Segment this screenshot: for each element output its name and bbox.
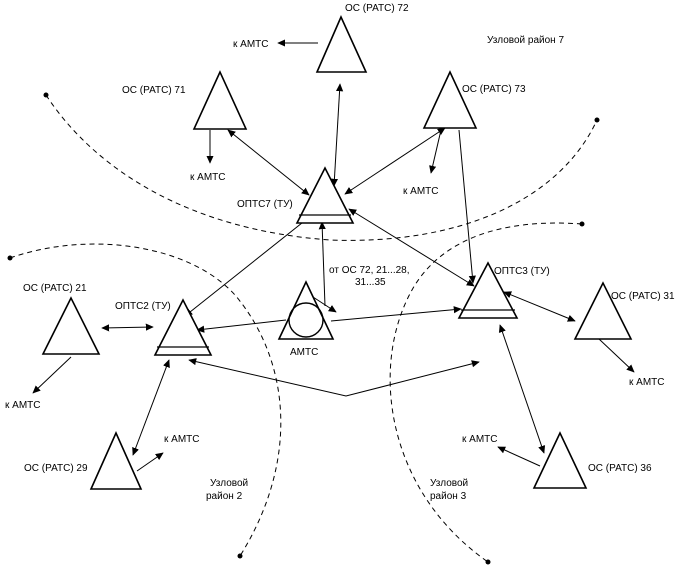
zone2-label-line1: Узловой: [210, 478, 248, 489]
link-amts-optc7: [318, 221, 326, 307]
link-optc7-optc2: [184, 214, 313, 317]
link-amts-optc2: [196, 319, 287, 333]
node-os29-triangle: [89, 431, 143, 490]
to-amts-label-os72: к АМТС: [233, 39, 268, 50]
node-optc3-triangle: [457, 261, 519, 319]
link-os21-optc2: [101, 323, 154, 332]
node-amts-circle: [288, 302, 324, 338]
zone7-label: Узловой район 7: [487, 35, 564, 46]
node-amts-label: АМТС: [290, 347, 318, 358]
link-optc7-optc3: [348, 208, 475, 287]
zone2-boundary: [9, 243, 282, 557]
node-optc7-label: ОПТС7 (ТУ): [237, 199, 293, 210]
node-optc2-triangle: [153, 298, 213, 356]
zone7-boundary-start-dot: [43, 92, 49, 98]
node-os72-label: ОС (РАТС) 72: [345, 3, 409, 14]
nodes: [41, 15, 633, 490]
link-annotation-amts: [312, 296, 337, 313]
zone3-boundary-end-dot: [485, 559, 491, 565]
link-optc2-optc3: [188, 358, 480, 397]
to-amts-label-os21: к АМТС: [5, 400, 40, 411]
node-optc3-label: ОПТС3 (ТУ): [494, 266, 550, 277]
node-os29-label: ОС (РАТС) 29: [24, 463, 88, 474]
connections: [32, 39, 635, 472]
to-amts-label-os36: к АМТС: [462, 434, 497, 445]
zone7-boundary-end-dot: [594, 117, 600, 123]
node-os73-label: ОС (РАТС) 73: [462, 84, 526, 95]
annotation-line1: от ОС 72, 21...28,: [329, 265, 410, 276]
node-optc2-label: ОПТС2 (ТУ): [115, 301, 171, 312]
arrow-os29-to-amts: [136, 452, 164, 472]
arrow-os36-to-amts: [497, 446, 541, 467]
link-optc3-os36: [498, 324, 546, 454]
to-amts-label-os31: к АМТС: [629, 377, 664, 388]
zone2-boundary-end-dot: [237, 553, 243, 559]
link-os29-optc2: [132, 359, 170, 456]
node-os72-triangle: [315, 15, 368, 73]
arrow-os73-to-amts: [429, 129, 442, 174]
zone3-boundary-start-dot: [579, 221, 585, 227]
arrow-os21-to-amts: [32, 356, 72, 394]
labels: Узловой район 7 Узловой район 2 Узловой …: [5, 3, 675, 502]
link-os72-optc7: [330, 83, 344, 187]
node-optc7-triangle: [295, 166, 355, 224]
to-amts-label-os29: к АМТС: [164, 434, 199, 445]
zone3-label-line1: Узловой: [430, 478, 468, 489]
zone2-label-line2: район 2: [206, 491, 243, 502]
link-os73-optc3: [458, 129, 476, 284]
node-os71-triangle: [192, 70, 248, 130]
link-os71-optc7: [227, 129, 310, 196]
node-os73-triangle: [422, 70, 478, 129]
to-amts-label-os73: к АМТС: [403, 186, 438, 197]
link-optc3-os31: [503, 291, 576, 322]
link-amts-optc3: [330, 306, 462, 322]
link-os73-optc7: [344, 127, 446, 195]
node-os36-triangle: [532, 431, 588, 489]
arrow-os31-to-amts: [598, 338, 635, 373]
to-amts-label-os71: к АМТС: [190, 172, 225, 183]
zone3-label-line2: район 3: [430, 491, 467, 502]
node-os31-label: ОС (РАТС) 31: [611, 291, 675, 302]
node-os36-label: ОС (РАТС) 36: [588, 463, 652, 474]
zone2-boundary-start-dot: [7, 255, 13, 261]
zone-boundaries: [7, 92, 600, 565]
node-os21-label: ОС (РАТС) 21: [23, 283, 87, 294]
annotation-line2: 31...35: [355, 277, 386, 288]
node-os31-triangle: [573, 281, 633, 340]
node-os71-label: ОС (РАТС) 71: [122, 85, 186, 96]
node-os21-triangle: [41, 296, 101, 355]
